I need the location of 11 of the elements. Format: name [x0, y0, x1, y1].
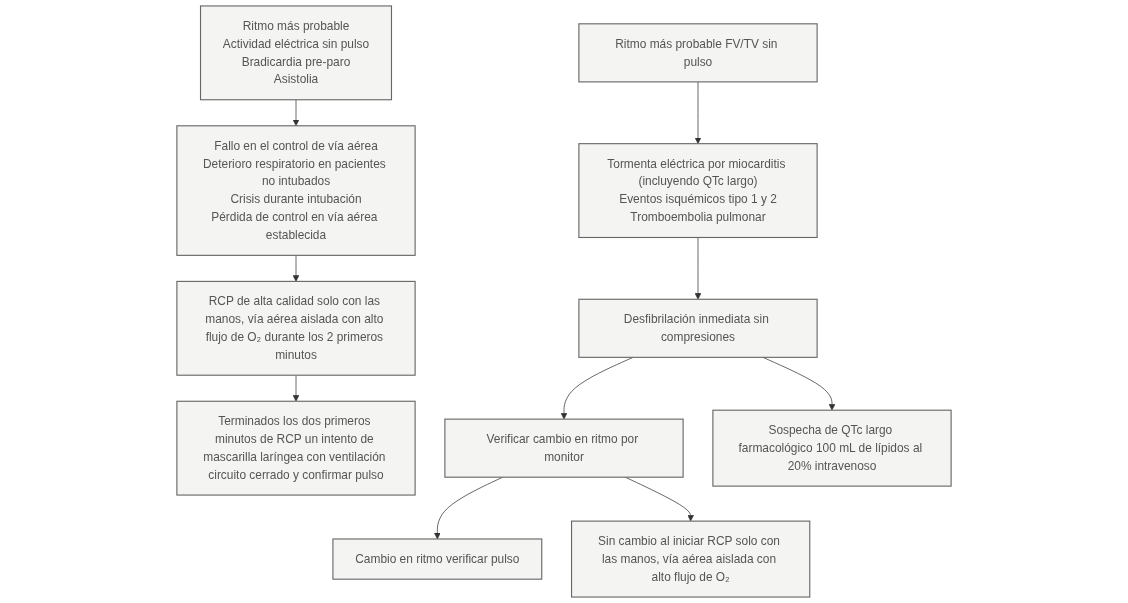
node-box: Terminados los dos primeros minutos de RCP un intento de mascarilla laríngea con ventilación circuito cerrado y confirmar pulso [176, 400, 416, 496]
node-box: Tormenta eléctrica por miocarditis (incluyendo QTc largo) Eventos isquémicos tipo 1 y 2 Tromboembolia pulmonar [578, 143, 818, 239]
node-box: Desfibrilación inmediata sin compresiones [578, 298, 818, 358]
node-box: Ritmo más probable FV/TV sin pulso [578, 23, 818, 83]
node-box: Ritmo más probable Actividad eléctrica sin pulso Bradicardia pre-paro Asistolia [199, 5, 393, 101]
node-box: Cambio en ritmo verificar pulso [332, 538, 543, 580]
node-box: Sin cambio al iniciar RCP solo con las manos, vía aérea aislada con alto flujo de O₂ [571, 520, 811, 598]
node-box: RCP de alta calidad solo con las manos, vía aérea aislada con alto flujo de O₂ durante los 2 primeros minutos [176, 280, 416, 376]
node-box: Sospecha de QTc largo farmacológico 100 mL de lípidos al 20% intravenoso [712, 409, 952, 487]
node-box: Verificar cambio en ritmo por monitor [444, 418, 684, 478]
node-box: Fallo en el control de vía aérea Deterioro respiratorio en pacientes no intubados Crisis durante intubación Pérdida de control en vía aérea establecida [176, 125, 416, 256]
